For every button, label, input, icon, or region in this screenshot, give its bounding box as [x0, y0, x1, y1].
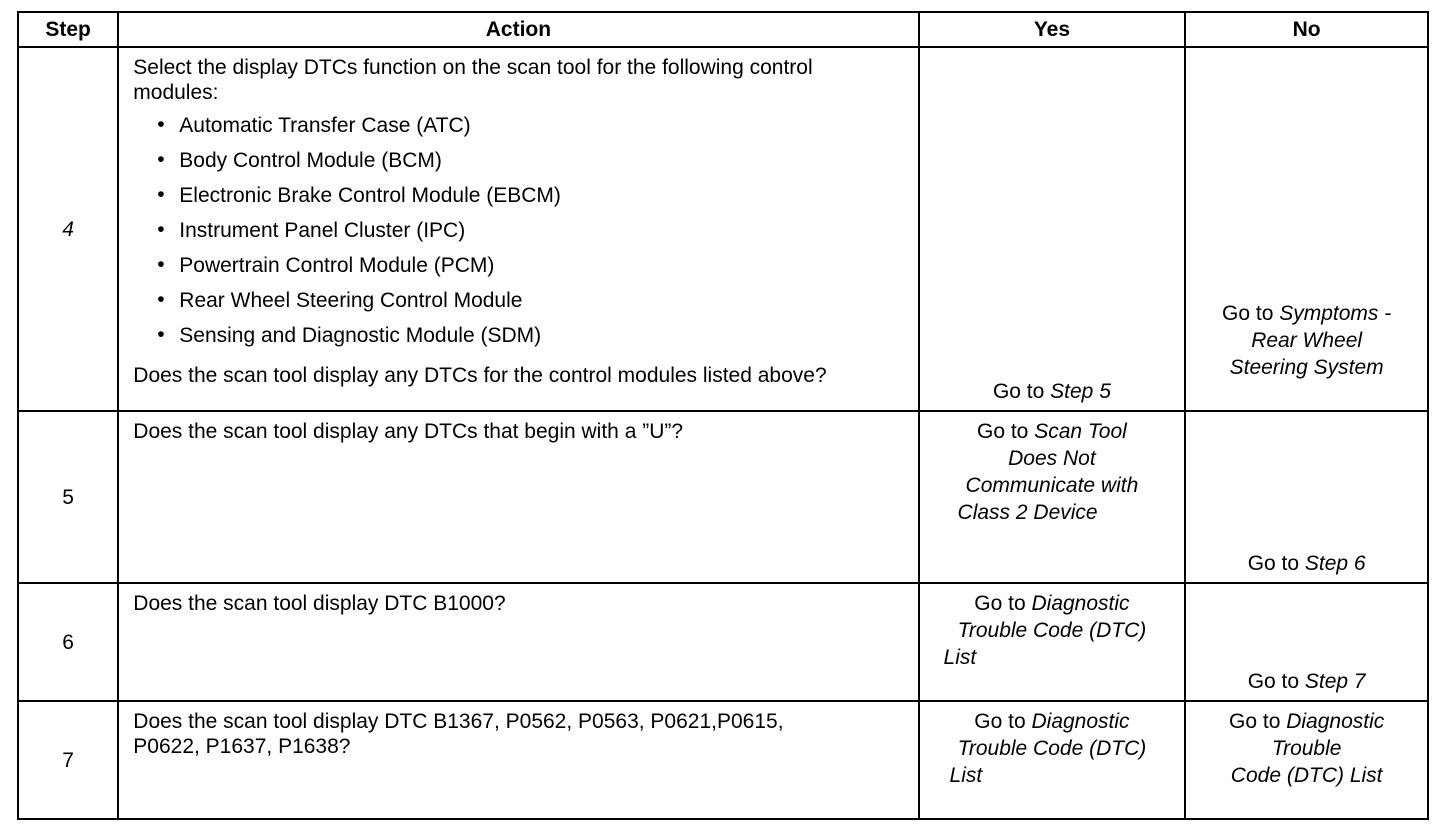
step-link[interactable]: Step 5: [1050, 380, 1111, 403]
bullet-icon: •: [157, 253, 165, 276]
list-item: •Rear Wheel Steering Control Module: [157, 288, 523, 312]
no-cell: Go to Diagnostic Trouble Code (DTC) List: [1184, 700, 1429, 820]
scan-tool-link[interactable]: Scan Tool: [1034, 420, 1127, 443]
scan-tool-link-line4[interactable]: Class 2 Device: [957, 501, 1098, 524]
dtc-list-link-line2[interactable]: Trouble Code (DTC): [957, 619, 1147, 642]
header-yes: Yes: [917, 11, 1187, 48]
yes-cell: Go to Diagnostic Trouble Code (DTC) List: [917, 582, 1187, 702]
yes-action[interactable]: Go to Step 5: [992, 380, 1111, 403]
module-list: •Automatic Transfer Case (ATC) •Body Con…: [133, 113, 903, 358]
action-cell: Select the display DTCs function on the …: [117, 46, 920, 412]
scan-tool-link-line2[interactable]: Does Not: [1008, 447, 1096, 470]
action-question-line1: Does the scan tool display DTC B1367, P0…: [133, 710, 784, 733]
yes-cell: Go to Scan Tool Does Not Communicate wit…: [917, 410, 1187, 584]
diagnostic-table: Step Action Yes No 4 Select the display …: [16, 11, 1429, 820]
table-row: 7 Does the scan tool display DTC B1367, …: [16, 700, 1429, 820]
no-cell: Go to Step 6: [1184, 410, 1429, 584]
action-question: Does the scan tool display any DTCs for …: [133, 364, 827, 387]
no-cell: Go to Step 7: [1184, 582, 1429, 702]
step-link[interactable]: Step 7: [1304, 670, 1366, 693]
no-action[interactable]: Go to Symptoms - Rear Wheel Steering Sys…: [1186, 300, 1427, 381]
bullet-icon: •: [157, 113, 165, 136]
step-link[interactable]: Step 6: [1304, 552, 1366, 575]
dtc-list-link-line2[interactable]: Trouble: [1271, 737, 1342, 760]
header-step: Step: [16, 11, 120, 48]
bullet-icon: •: [157, 288, 165, 311]
step-number: 6: [16, 582, 120, 702]
step-number: 4: [16, 46, 120, 412]
no-cell: Go to Symptoms - Rear Wheel Steering Sys…: [1184, 46, 1429, 412]
action-question: Does the scan tool display any DTCs that…: [133, 420, 684, 443]
step-number: 5: [16, 410, 120, 584]
yes-action[interactable]: Go to Scan Tool Does Not Communicate wit…: [920, 412, 1185, 526]
list-item: •Automatic Transfer Case (ATC): [157, 113, 471, 137]
bullet-icon: •: [157, 183, 165, 206]
no-action[interactable]: Go to Step 7: [1247, 670, 1366, 693]
dtc-list-link-line3[interactable]: Code (DTC) List: [1230, 764, 1383, 787]
no-action[interactable]: Go to Step 6: [1247, 552, 1366, 575]
header-action: Action: [117, 11, 920, 48]
list-item: •Powertrain Control Module (PCM): [157, 253, 495, 277]
header-row: Step Action Yes No: [16, 11, 1429, 48]
dtc-list-link-line3[interactable]: List: [949, 764, 983, 787]
header-no: No: [1184, 11, 1429, 48]
no-action[interactable]: Go to Diagnostic Trouble Code (DTC) List: [1186, 702, 1427, 789]
action-question: Does the scan tool display DTC B1000?: [133, 592, 506, 615]
dtc-list-link-line3[interactable]: List: [943, 646, 977, 669]
list-item: •Sensing and Diagnostic Module (SDM): [157, 323, 542, 347]
list-item: •Instrument Panel Cluster (IPC): [157, 218, 466, 242]
list-item: •Body Control Module (BCM): [157, 148, 442, 172]
step-number: 7: [16, 700, 120, 820]
dtc-list-link-line2[interactable]: Trouble Code (DTC): [957, 737, 1147, 760]
action-cell: Does the scan tool display any DTCs that…: [117, 410, 920, 584]
action-intro: Select the display DTCs function on the …: [133, 56, 813, 104]
scan-tool-link-line3[interactable]: Communicate with: [965, 474, 1139, 497]
bullet-icon: •: [157, 323, 165, 346]
list-item: •Electronic Brake Control Module (EBCM): [157, 183, 561, 207]
action-cell: Does the scan tool display DTC B1000?: [117, 582, 920, 702]
bullet-icon: •: [157, 148, 165, 171]
table-row: 6 Does the scan tool display DTC B1000? …: [16, 582, 1429, 702]
action-question-line2: P0622, P1637, P1638?: [133, 735, 351, 758]
yes-cell: Go to Step 5: [917, 46, 1187, 412]
dtc-list-link[interactable]: Diagnostic: [1031, 710, 1130, 733]
yes-cell: Go to Diagnostic Trouble Code (DTC) List: [917, 700, 1187, 820]
yes-action[interactable]: Go to Diagnostic Trouble Code (DTC) List: [920, 702, 1185, 789]
symptoms-link-line2[interactable]: Rear Wheel: [1251, 329, 1363, 352]
symptoms-link[interactable]: Symptoms -: [1279, 302, 1392, 325]
bullet-icon: •: [157, 218, 165, 241]
table-row: 5 Does the scan tool display any DTCs th…: [16, 410, 1429, 584]
dtc-list-link[interactable]: Diagnostic: [1031, 592, 1130, 615]
dtc-list-link[interactable]: Diagnostic: [1286, 710, 1385, 733]
table-row: 4 Select the display DTCs function on th…: [16, 46, 1429, 412]
action-cell: Does the scan tool display DTC B1367, P0…: [117, 700, 920, 820]
symptoms-link-line3[interactable]: Steering System: [1229, 356, 1384, 379]
yes-action[interactable]: Go to Diagnostic Trouble Code (DTC) List: [920, 584, 1185, 671]
